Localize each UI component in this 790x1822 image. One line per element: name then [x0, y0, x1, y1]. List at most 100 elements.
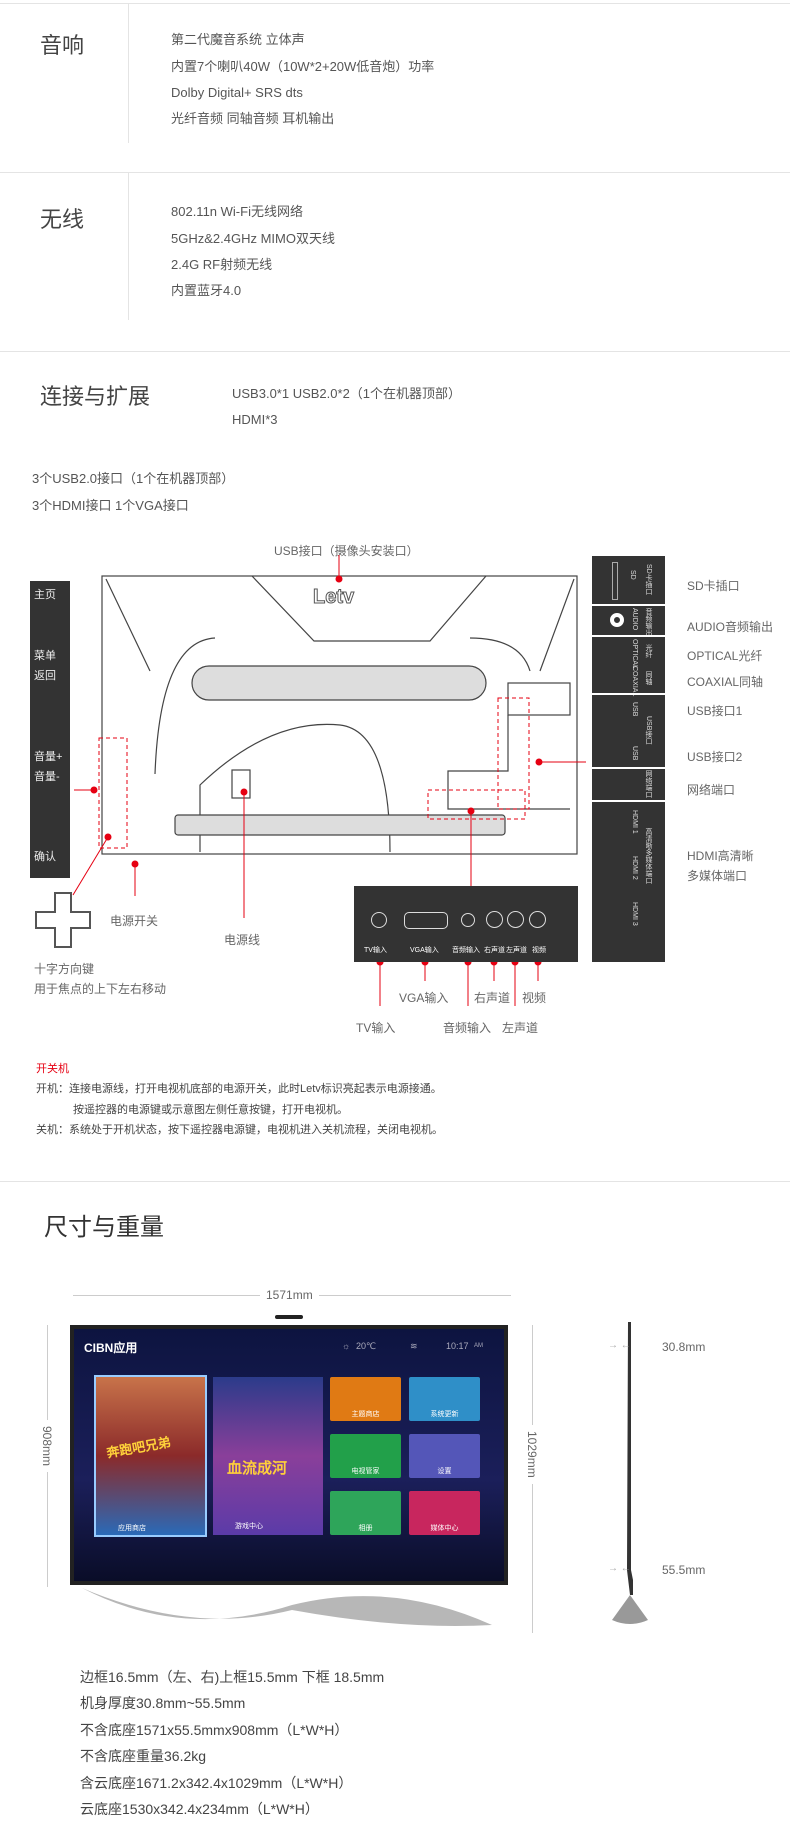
- port-text: HDMI 1: [631, 810, 638, 834]
- divider: [592, 800, 665, 802]
- wifi-icon: ≋: [410, 1341, 418, 1351]
- divider: [0, 172, 790, 173]
- label-dpad-desc: 用于焦点的上下左右移动: [34, 982, 167, 996]
- tv-side-view: [612, 1322, 648, 1624]
- screen-time: 10:17: [446, 1341, 469, 1351]
- sd-slot-icon: [612, 562, 618, 600]
- port-text: 同轴: [645, 671, 652, 685]
- vga-port-icon: [404, 912, 448, 929]
- tile-theme-store[interactable]: 主题商店: [330, 1377, 401, 1421]
- power-title: 开关机: [36, 1063, 69, 1075]
- port-text: OPTICAL: [631, 639, 638, 669]
- label-dpad: 十字方向键: [34, 962, 95, 976]
- connect-note: 3个HDMI接口 1个VGA接口: [32, 498, 189, 513]
- port-text: 光纤: [645, 644, 652, 658]
- port-text: USB: [631, 746, 638, 761]
- label-hdmi-2: 多媒体端口: [687, 869, 748, 883]
- section-title-connect: 连接与扩展: [40, 384, 151, 409]
- port-text: 网络端口: [645, 770, 652, 798]
- port-text: 音频输入: [452, 947, 480, 954]
- divider: [128, 173, 129, 320]
- tile-app-store[interactable]: 奔跑吧兄弟 应用商店: [94, 1375, 207, 1537]
- tv-front-screen: CIBN应用 ☼ 20℃ ≋ 10:17 AM 奔跑吧兄弟 应用商店 血流成河 …: [70, 1325, 508, 1585]
- port-text: HDMI 2: [631, 856, 638, 880]
- port-text: 视频: [532, 947, 546, 954]
- label-right-channel: 右声道: [474, 991, 511, 1005]
- port-text: USB接口: [645, 716, 652, 745]
- port-text: SD卡插口: [645, 564, 652, 595]
- usb-camera-label: USB接口（摄像头安装口）: [274, 544, 419, 558]
- side-button-panel: 主页 菜单 返回 音量+ 音量- 确认: [30, 581, 70, 878]
- arrow-icon: → ←: [608, 1563, 631, 1574]
- button-back: 返回: [34, 670, 56, 682]
- tile-tv-manager[interactable]: 电视管家: [330, 1434, 401, 1478]
- dpad-icon: [35, 892, 91, 948]
- divider: [592, 767, 665, 769]
- label-usb1: USB接口1: [687, 704, 743, 718]
- tile-album[interactable]: 相册: [330, 1491, 401, 1535]
- section-title-size: 尺寸与重量: [44, 1214, 164, 1241]
- label-optical: OPTICAL光纤: [687, 649, 763, 663]
- label-audio: AUDIO音频输出: [687, 620, 774, 634]
- tile-media-center[interactable]: 媒体中心: [409, 1491, 480, 1535]
- rca-video-icon: [529, 911, 546, 928]
- section-title-audio: 音响: [40, 33, 85, 58]
- divider: [128, 4, 129, 143]
- screen-temp: 20℃: [356, 1341, 377, 1351]
- label-hdmi: HDMI高清晰: [687, 849, 754, 863]
- port-text: 左声道: [506, 947, 527, 954]
- wireless-line: 5GHz&2.4GHz MIMO双天线: [171, 231, 335, 246]
- button-menu: 菜单: [34, 650, 56, 662]
- divider: [0, 351, 790, 352]
- audio-line: Dolby Digital+ SRS dts: [171, 85, 303, 100]
- power-line: 按遥控器的电源键或示意图左侧任意按键，打开电视机。: [73, 1104, 348, 1116]
- wireless-line: 802.11n Wi-Fi无线网络: [171, 204, 303, 219]
- port-text: VGA输入: [410, 947, 439, 954]
- port-text: SD: [629, 570, 636, 580]
- spec-line: 云底座1530x342.4x234mm（L*W*H）: [80, 1801, 319, 1817]
- wireless-line: 内置蓝牙4.0: [171, 283, 242, 298]
- divider: [592, 635, 665, 637]
- tile-system-update[interactable]: 系统更新: [409, 1377, 480, 1421]
- port-text: 高清晰多媒体端口: [645, 828, 652, 884]
- label-sd: SD卡插口: [687, 579, 740, 593]
- connect-note: 3个USB2.0接口（1个在机器顶部）: [32, 471, 235, 486]
- label-power-cord: 电源线: [224, 933, 261, 947]
- connect-line: HDMI*3: [232, 412, 278, 427]
- port-panel-right: SD SD卡插口 AUDIO 音频输出 OPTICAL 光纤 COAXIAL 同…: [592, 556, 665, 962]
- width-label: 1571mm: [260, 1288, 319, 1302]
- height-base-label: 1029mm: [525, 1425, 539, 1484]
- port-text: 音频输出: [645, 608, 652, 636]
- divider: [592, 604, 665, 606]
- tv-antenna-port-icon: [371, 912, 387, 928]
- screen-ampm: AM: [474, 1343, 483, 1349]
- label-left-channel: 左声道: [502, 1021, 539, 1035]
- power-line: 关机：系统处于开机状态，按下遥控器电源键，电视机进入关机流程，关闭电视机。: [36, 1124, 443, 1136]
- port-panel-bottom: TV输入 VGA输入 音频输入 右声道 左声道 视频: [354, 886, 578, 962]
- divider: [0, 1181, 790, 1182]
- banner-text: 血流成河: [227, 1460, 288, 1477]
- connect-line: USB3.0*1 USB2.0*2（1个在机器顶部）: [232, 386, 462, 401]
- letv-logo: Letv: [313, 586, 355, 608]
- label-usb2: USB接口2: [687, 750, 743, 764]
- label-tv-in: TV输入: [356, 1021, 396, 1035]
- audio-line: 光纤音频 同轴音频 耳机输出: [171, 111, 335, 126]
- port-text: 右声道: [484, 947, 505, 954]
- port-text: COAXIAL: [631, 666, 638, 697]
- rca-right-icon: [486, 911, 503, 928]
- label-network: 网络端口: [687, 783, 736, 797]
- tile-game-center[interactable]: 血流成河 游戏中心: [213, 1377, 323, 1535]
- audio-line: 第二代魔音系统 立体声: [171, 32, 305, 47]
- thin-label: 30.8mm: [662, 1340, 706, 1354]
- wireless-line: 2.4G RF射频无线: [171, 257, 273, 272]
- thick-label: 55.5mm: [662, 1563, 706, 1577]
- power-line: 开机：连接电源线，打开电视机底部的电源开关，此时Letv标识亮起表示电源接通。: [36, 1083, 442, 1095]
- height-label: 908mm: [40, 1420, 54, 1473]
- button-vol-up: 音量+: [34, 751, 63, 763]
- label-video: 视频: [522, 991, 547, 1005]
- spec-line: 不含底座1571x55.5mmx908mm（L*W*H）: [80, 1722, 349, 1738]
- tile-settings[interactable]: 设置: [409, 1434, 480, 1478]
- rca-left-icon: [507, 911, 524, 928]
- port-text: USB: [631, 702, 638, 717]
- screen-brand: CIBN应用: [84, 1341, 138, 1355]
